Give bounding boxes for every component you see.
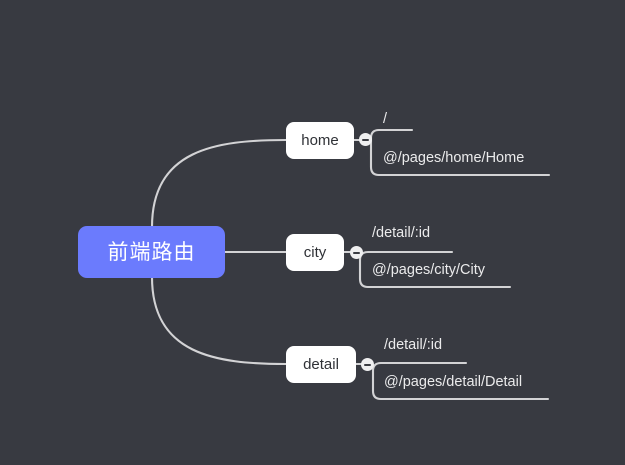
edge-root-home (150, 138, 288, 229)
root-node-label: 前端路由 (107, 240, 196, 264)
branch-node-home-label: home (301, 132, 339, 149)
collapse-toggle-home[interactable] (359, 133, 372, 146)
branch-node-city[interactable]: city (286, 234, 344, 271)
leaf-home-component[interactable]: @/pages/home/Home (383, 150, 525, 166)
collapse-toggle-detail[interactable] (361, 358, 374, 371)
minus-icon (362, 138, 369, 141)
branch-node-city-label: city (303, 244, 327, 261)
collapse-toggle-city[interactable] (350, 246, 363, 259)
branch-node-home[interactable]: home (286, 122, 354, 159)
minus-icon (353, 251, 360, 254)
branch-node-detail-label: detail (303, 356, 339, 373)
branch-node-detail[interactable]: detail (286, 346, 356, 383)
leaf-detail-component[interactable]: @/pages/detail/Detail (384, 374, 523, 390)
leaf-home-path[interactable]: / (383, 111, 388, 127)
root-node[interactable]: 前端路由 (78, 226, 225, 278)
leaf-city-component[interactable]: @/pages/city/City (372, 262, 486, 278)
leaf-detail-path[interactable]: /detail/:id (384, 337, 443, 353)
minus-icon (364, 363, 371, 366)
leaf-city-path[interactable]: /detail/:id (372, 225, 431, 241)
edge-root-detail (150, 275, 288, 366)
